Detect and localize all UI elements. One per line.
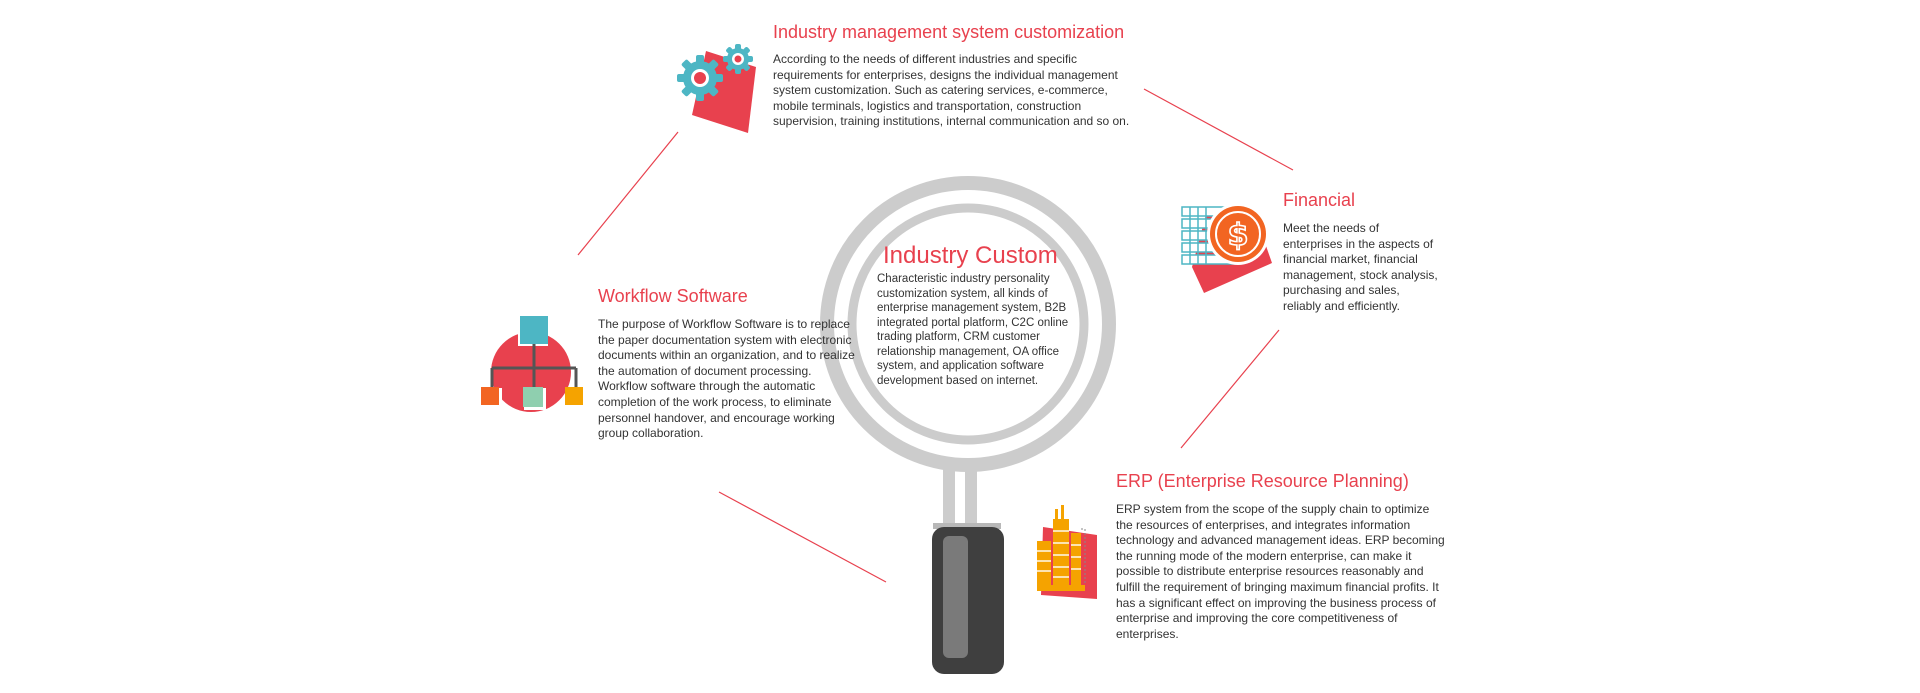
flowchart-icon: [481, 316, 586, 412]
financial-body: Meet the needs of enterprises in the asp…: [1283, 221, 1438, 313]
magnifying-glass-icon: [820, 176, 1116, 674]
erp-title: ERP (Enterprise Resource Planning): [1116, 471, 1409, 491]
connector-line-workflow-erp: [718, 491, 887, 583]
dollar-coin-icon: $: [1181, 203, 1272, 293]
customization-body: According to the needs of different indu…: [773, 52, 1130, 129]
workflow-title: Workflow Software: [598, 286, 748, 306]
gears-icon: [677, 44, 756, 133]
buildings-icon: [1037, 505, 1097, 599]
center-title: Industry Custom: [883, 242, 1058, 269]
connector-line-customization-financial: [1143, 88, 1294, 171]
svg-text:$: $: [1228, 218, 1249, 253]
financial-title: Financial: [1283, 190, 1356, 210]
center-body: Characteristic industry personality cust…: [877, 273, 1069, 387]
connector-line-customization-workflow: [577, 131, 679, 256]
erp-body: ERP system from the scope of the supply …: [1116, 502, 1445, 641]
customization-title: Industry management system customization: [773, 22, 1125, 42]
connector-line-financial-erp: [1180, 329, 1280, 449]
workflow-body: The purpose of Workflow Software is to r…: [598, 317, 855, 441]
